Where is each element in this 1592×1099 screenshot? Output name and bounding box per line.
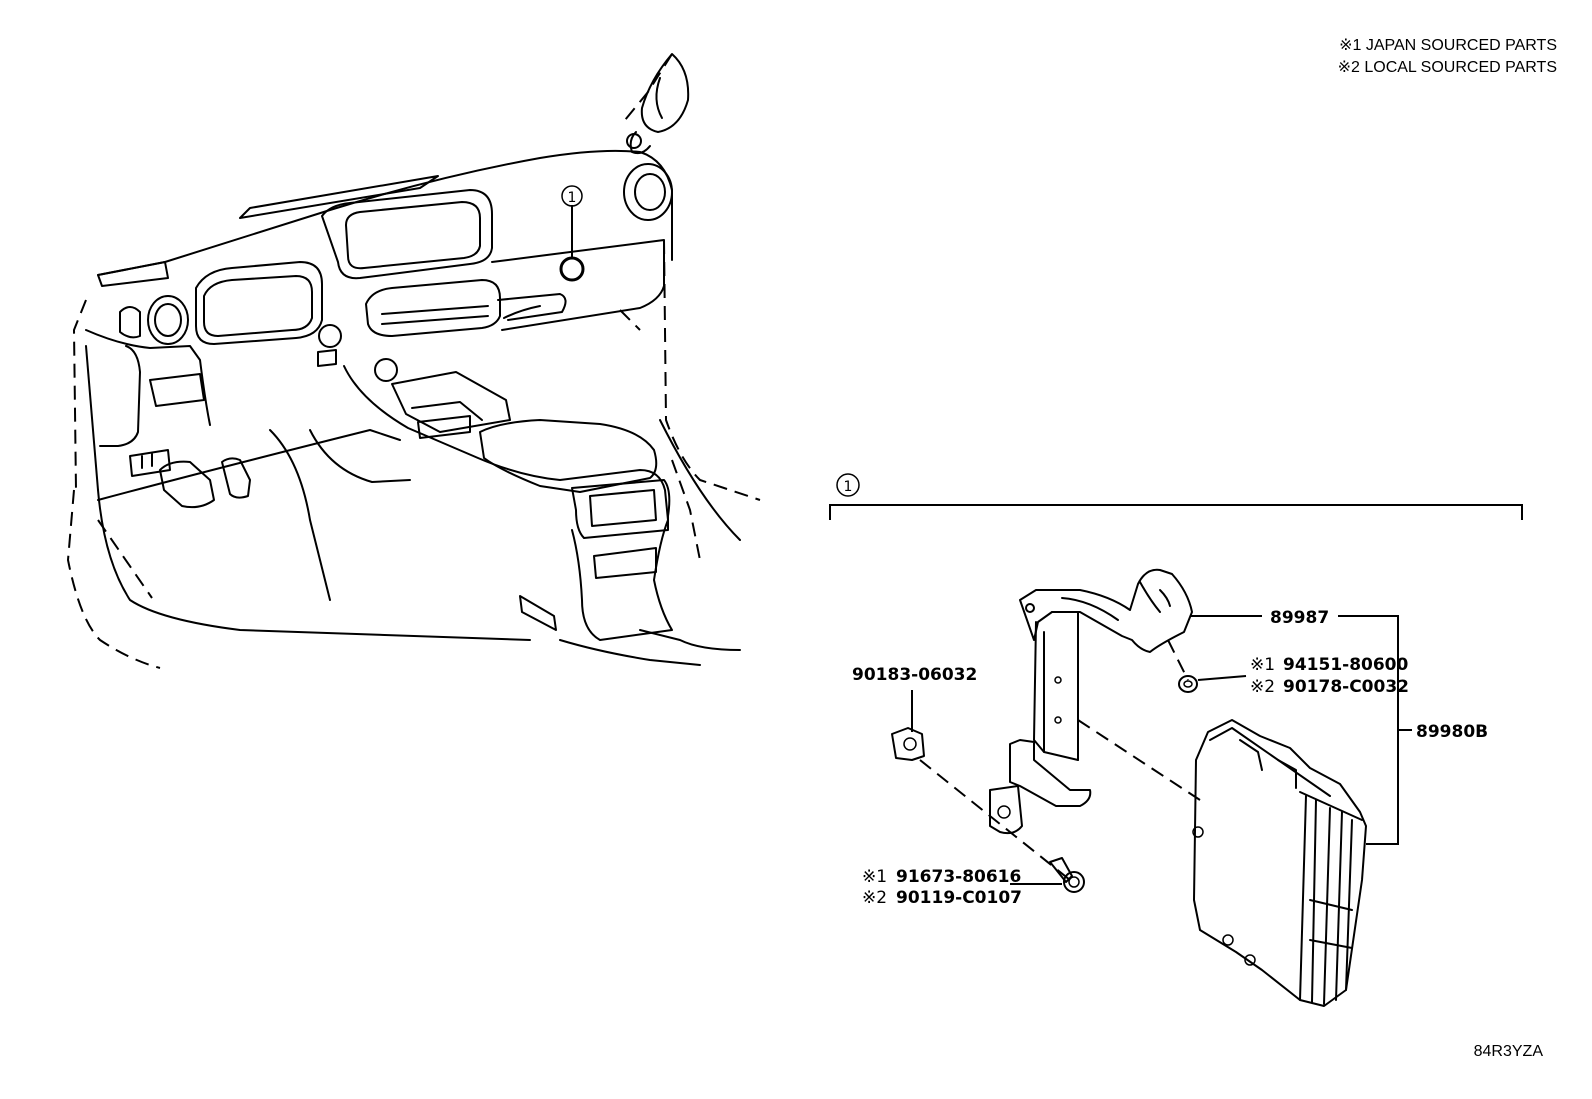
assembly-bracket [829,504,1523,520]
assembly-line-bolt [919,759,1071,881]
leader-lines [1190,615,1412,845]
callout-marker-group-circle [836,473,860,497]
callout-marker-dash: 1 [568,190,577,206]
nut-94151-drawing [1178,675,1247,693]
part-label-89980B: 89980B [1416,722,1488,742]
legend-note-japan: ※1 JAPAN SOURCED PARTS [1339,37,1557,54]
part-label-91673-80616: 91673-80616 [896,867,1021,887]
part-label-90183-06032: 90183-06032 [852,665,977,685]
bracket-89987-drawing [989,568,1193,835]
legend-note-local: ※2 LOCAL SOURCED PARTS [1338,59,1557,76]
callout-marker-dash-circle [561,185,583,207]
part-label-90178-C0032: 90178-C0032 [1283,677,1409,697]
note-mark-nut-japan: ※1 [1250,655,1275,675]
bolt-91673-drawing [1010,857,1085,893]
module-89980B-drawing [1192,719,1367,1007]
part-label-89987: 89987 [1270,608,1329,628]
note-mark-bolt-japan: ※1 [862,867,887,887]
part-label-94151-80600: 94151-80600 [1283,655,1409,675]
dashboard-illustration [67,53,761,669]
part-label-90119-C0107: 90119-C0107 [896,888,1022,908]
diagram-code: 84R3YZA [1474,1043,1544,1060]
clip-90183-drawing [891,690,925,761]
assembly-line-module [1077,719,1201,801]
note-mark-bolt-local: ※2 [862,888,887,908]
note-mark-nut-local: ※2 [1250,677,1275,697]
assembly-line-nut [1167,639,1189,681]
callout-marker-group: 1 [844,479,853,495]
